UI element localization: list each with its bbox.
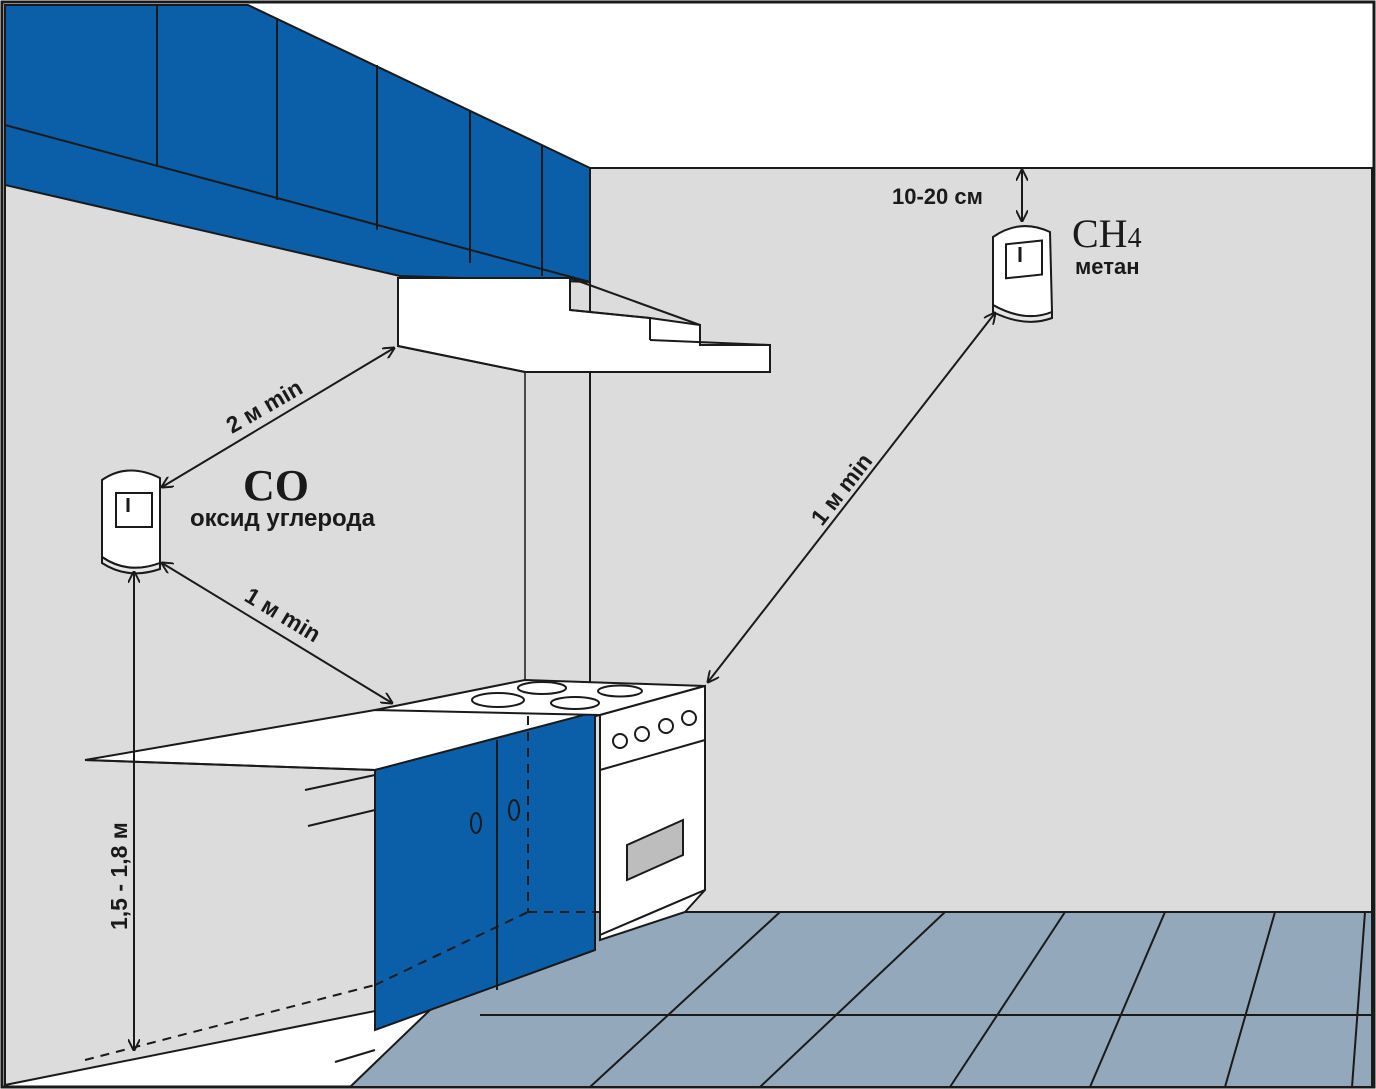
label-ch4-formula: CH4 <box>1072 211 1142 256</box>
arrow-hood-to-co <box>162 348 394 487</box>
label-co-name: оксид углерода <box>190 505 376 532</box>
upper-cabinet-doors <box>4 5 591 283</box>
cabinet-handle-left <box>470 812 482 834</box>
co-sensor <box>101 469 161 575</box>
stove-burners <box>471 681 643 710</box>
ch4-sensor <box>992 225 1054 323</box>
dimension-arrows <box>134 170 1022 1050</box>
back-wall <box>589 167 1373 913</box>
label-co-formula: CO <box>243 461 309 510</box>
label-ceiling-gap: 10-20 см <box>892 184 983 209</box>
label-ch4-name: метан <box>1075 254 1140 279</box>
arrow-co-to-stove <box>162 563 392 703</box>
range-hood <box>397 277 771 373</box>
floor-tile-lines <box>480 911 1372 1088</box>
cabinet-handle-right <box>508 799 520 821</box>
stove-knobs <box>612 710 697 749</box>
label-co-height: 1,5 - 1,8 м <box>106 822 132 930</box>
arrow-stove-to-ch4 <box>708 313 995 682</box>
